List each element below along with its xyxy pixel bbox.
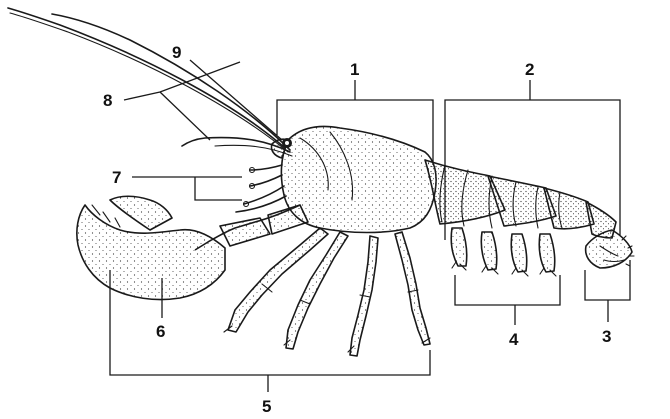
bracket-7 [132,177,242,200]
abdomen [425,160,616,238]
label-6: 6 [156,322,165,341]
swimmerets [451,228,556,276]
label-8: 8 [103,91,112,110]
label-7: 7 [112,168,121,187]
cephalothorax [281,127,436,233]
label-3: 3 [602,327,611,346]
label-5: 5 [262,397,271,416]
label-4: 4 [509,330,519,349]
leader-9 [190,60,282,140]
label-1: 1 [350,60,359,79]
tail-fan [586,230,634,268]
label-2: 2 [525,60,534,79]
maxillipeds [236,165,286,212]
antenna-left [8,8,288,152]
walking-legs [224,228,430,356]
antenna-right [52,14,290,150]
bracket-4 [455,275,560,325]
label-9: 9 [172,43,181,62]
bracket-3 [585,260,630,322]
leader-8 [124,62,240,140]
